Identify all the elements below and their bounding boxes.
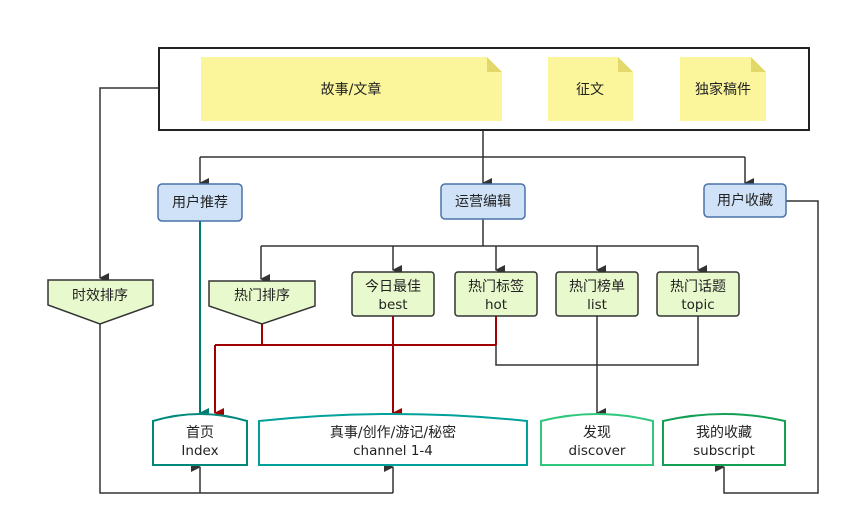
page-index: 首页 Index: [152, 413, 248, 466]
edge-source-to-time-sort: [99, 87, 159, 283]
node-hot-list: 热门榜单 list: [555, 271, 639, 317]
today-best-label: 今日最佳: [365, 279, 421, 295]
edge-favorite-to-subscript: [715, 200, 819, 494]
red-connectors: [214, 316, 497, 418]
channel-label: 真事/创作/游记/秘密: [330, 424, 456, 441]
time-sort-label: 时效排序: [72, 288, 128, 304]
hot-sort-label: 热门排序: [234, 288, 290, 304]
subscript-en: subscript: [693, 443, 755, 459]
page-discover: 发现 discover: [540, 413, 654, 466]
node-hot-sort: 热门排序: [208, 280, 316, 325]
node-user-recommend: 用户推荐: [157, 183, 243, 222]
story-label: 故事/文章: [321, 81, 382, 98]
hot-list-en: list: [587, 297, 607, 313]
index-label: 首页: [186, 425, 214, 441]
hot-topic-en: topic: [681, 297, 714, 313]
essay-label: 征文: [576, 82, 604, 98]
discover-en: discover: [569, 443, 626, 459]
today-best-en: best: [378, 297, 407, 313]
node-time-sort: 时效排序: [47, 279, 154, 325]
edge-time-sort-bottom: [99, 324, 393, 494]
node-hot-tag: 热门标签 hot: [454, 271, 538, 317]
hot-tag-label: 热门标签: [468, 278, 524, 295]
node-user-favorite: 用户收藏: [703, 183, 787, 218]
hot-tag-en: hot: [485, 297, 507, 313]
user-recommend-label: 用户推荐: [172, 194, 228, 211]
index-en: Index: [181, 443, 218, 459]
note-exclusive: 独家稿件: [680, 57, 766, 121]
subscript-label: 我的收藏: [696, 425, 752, 441]
exclusive-label: 独家稿件: [695, 81, 751, 98]
ops-edit-label: 运营编辑: [455, 194, 511, 210]
connectors: [99, 87, 819, 494]
node-ops-edit: 运营编辑: [440, 183, 526, 220]
hot-list-label: 热门榜单: [569, 278, 625, 295]
note-essay: 征文: [548, 57, 633, 121]
page-channel: 真事/创作/游记/秘密 channel 1-4: [258, 413, 528, 466]
page-subscript: 我的收藏 subscript: [662, 413, 786, 466]
node-hot-topic: 热门话题 topic: [656, 271, 740, 317]
user-favorite-label: 用户收藏: [717, 192, 773, 209]
hot-topic-label: 热门话题: [670, 279, 726, 295]
node-today-best: 今日最佳 best: [351, 271, 435, 317]
note-story: 故事/文章: [201, 57, 502, 121]
discover-label: 发现: [583, 425, 611, 441]
channel-en: channel 1-4: [353, 443, 433, 459]
